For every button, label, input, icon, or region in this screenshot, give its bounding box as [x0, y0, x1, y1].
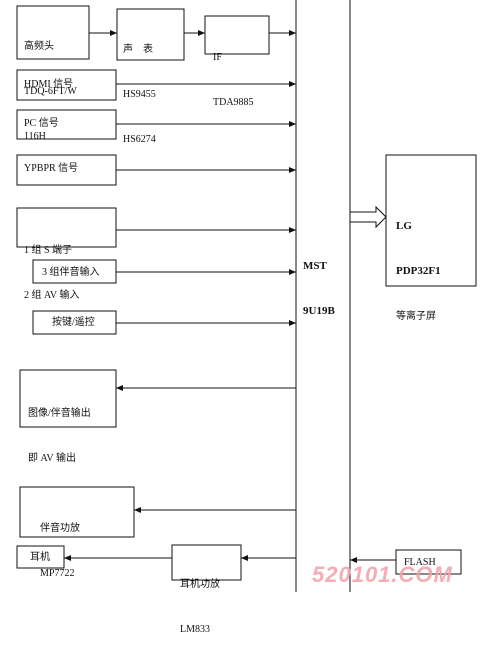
s-av-input-box [16, 207, 117, 248]
av-output-label: 图像/伴音输出 即 AV 输出 [28, 376, 91, 481]
s-av-input-label: 1 组 S 端子 2 组 AV 输入 [24, 213, 79, 318]
av-output-line-1: 图像/伴音输出 [28, 408, 91, 419]
pc-label: PC 信号 [24, 118, 59, 129]
audio-saw-line-3: HS6274 [123, 134, 156, 145]
panel-line-1: LG [396, 220, 412, 232]
tuner-line-3: 116H [24, 131, 46, 142]
s-av-line-1: 1 组 S 端子 [24, 245, 73, 256]
if-box [204, 15, 270, 55]
mst-line-1: MST [303, 260, 327, 272]
amp-label: 伴音功放 MP7722 [40, 491, 80, 596]
amp-line-1: 伴音功放 [40, 523, 80, 534]
panel-label: LG PDP32F1 等离子屏 [396, 189, 441, 339]
hp-amp-label: 耳机功放 LM833 [180, 547, 220, 652]
ypbpr-label: YPBPR 信号 [24, 163, 79, 174]
audio-saw-box [116, 8, 185, 61]
av-output-line-2: 即 AV 输出 [28, 453, 76, 464]
audio-saw-label: 声 表 HS9455 HS6274 [123, 12, 156, 162]
tuner-line-1: 高频头 [24, 41, 54, 52]
hdmi-label: HDMI 信号 [24, 79, 74, 90]
hp-amp-line-1: 耳机功放 [180, 579, 220, 590]
flash-box [395, 549, 462, 575]
amp-line-2: MP7722 [40, 568, 75, 579]
mst-chip-box [295, 0, 351, 592]
av-output-box [19, 369, 117, 428]
audio-saw-line-2: HS9455 [123, 89, 156, 100]
arrow-mst-to-panel [349, 205, 387, 229]
panel-box [385, 154, 477, 287]
earphone-label: 耳机 [30, 552, 50, 563]
mst-label: MST 9U19B [303, 229, 335, 334]
watermark: 520101.COM [312, 562, 453, 587]
tuner-label: 高频头 TDQ-6FT/W 116H [24, 9, 77, 159]
flash-label: FLASH [404, 557, 436, 568]
if-line-2: TDA9885 [213, 97, 254, 108]
keys-label: 按键/遥控 [52, 317, 95, 328]
s-av-line-2: 2 组 AV 输入 [24, 290, 80, 301]
panel-line-2: PDP32F1 [396, 265, 441, 277]
if-label: IF TDA9885 [213, 20, 254, 125]
panel-line-3: 等离子屏 [396, 311, 436, 322]
hp-amp-line-2: LM833 [180, 624, 210, 635]
audio-saw-line-1: 声 表 [123, 44, 153, 55]
block-diagram [16, 0, 477, 592]
tuner-line-2: TDQ-6FT/W [24, 86, 77, 97]
hdmi-box [16, 69, 117, 101]
mst-line-2: 9U19B [303, 305, 335, 317]
hp-amp-box [171, 544, 242, 581]
if-line-1: IF [213, 52, 222, 63]
audio-input-label: 3 组伴音输入 [42, 267, 100, 278]
